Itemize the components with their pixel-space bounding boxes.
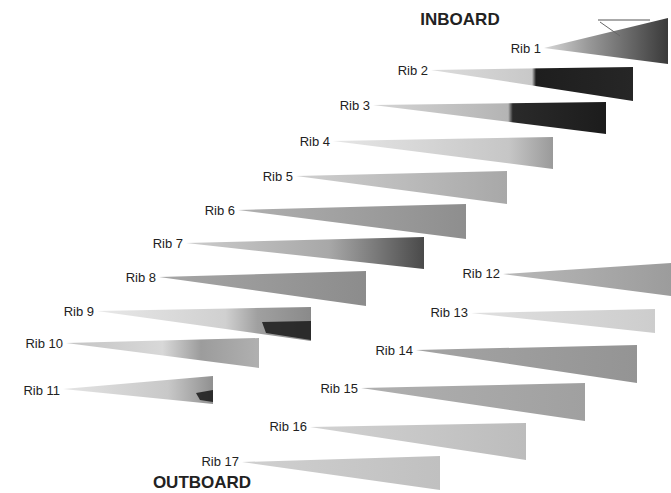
rib-label: Rib 14 — [375, 344, 413, 357]
rib-wedge — [544, 18, 668, 64]
rib-wedge — [159, 271, 366, 306]
rib-mark — [600, 22, 620, 36]
rib-label: Rib 16 — [269, 420, 307, 433]
rib-wedge — [186, 237, 424, 269]
rib-label: Rib 4 — [300, 135, 330, 148]
direction-label: INBOARD — [420, 11, 499, 28]
rib-label: Rib 11 — [23, 384, 60, 397]
rib-label: Rib 13 — [430, 306, 468, 319]
direction-label: OUTBOARD — [153, 474, 251, 491]
rib-label: Rib 5 — [263, 170, 293, 183]
rib-wedge — [373, 102, 606, 134]
rib-label: Rib 3 — [340, 99, 370, 112]
rib-label: Rib 1 — [511, 42, 541, 55]
rib-label: Rib 15 — [320, 382, 358, 395]
rib-label: Rib 2 — [398, 64, 428, 77]
rib-wedge — [416, 345, 637, 383]
rib-wedge — [296, 171, 507, 204]
rib-wedge — [97, 307, 311, 341]
rib-wedge — [361, 383, 585, 421]
rib-label: Rib 8 — [126, 271, 156, 284]
rib-label: Rib 6 — [205, 204, 235, 217]
rib-wedge — [503, 263, 671, 296]
rib-wedge — [333, 137, 553, 169]
rib-damage — [196, 390, 213, 402]
rib-wedge — [310, 423, 526, 460]
rib-damage — [262, 321, 311, 340]
rib-wedge — [242, 456, 440, 490]
rib-wedge — [431, 67, 633, 101]
rib-label: Rib 9 — [64, 305, 94, 318]
rib-label: Rib 7 — [153, 237, 183, 250]
rib-wedge — [63, 376, 213, 404]
rib-wedge — [66, 338, 259, 368]
rib-label: Rib 10 — [25, 337, 63, 350]
rib-wedge — [471, 309, 655, 333]
rib-mark — [598, 20, 650, 21]
rib-label: Rib 17 — [201, 455, 239, 468]
rib-wedge — [238, 204, 466, 239]
rib-label: Rib 12 — [462, 267, 500, 280]
